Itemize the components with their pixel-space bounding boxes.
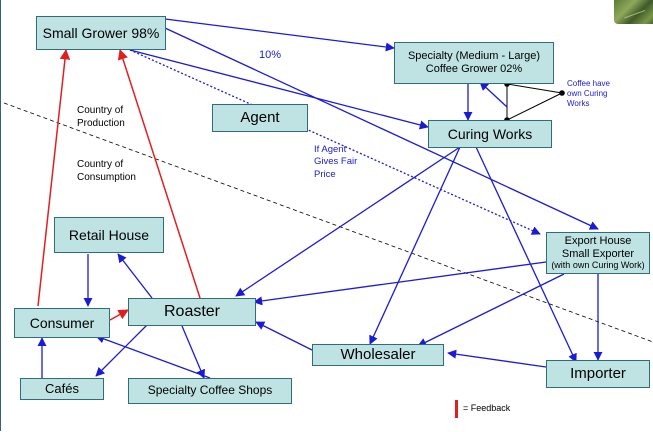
specialty-grower-label-2: Coffee Grower 02% bbox=[425, 63, 523, 75]
agent-label: Agent bbox=[240, 109, 280, 127]
coffee-leaf-photo bbox=[614, 0, 653, 24]
country-of-production-label: Country of Production bbox=[77, 104, 125, 130]
arrow-importer-to-wholesaler bbox=[447, 349, 547, 368]
feedback-legend-swatch bbox=[455, 400, 458, 418]
feedback-consumer-to-small-grower bbox=[37, 48, 71, 307]
coffee-have-line-1: Coffee have bbox=[567, 79, 610, 88]
wholesaler-node: Wholesaler bbox=[312, 344, 444, 366]
ten-percent-label: 10% bbox=[259, 49, 282, 61]
own-curing-triangle bbox=[479, 81, 563, 121]
fair-price-line-2: Gives Fair bbox=[314, 156, 358, 168]
importer-node: Importer bbox=[546, 360, 650, 388]
wholesaler-label: Wholesaler bbox=[340, 346, 416, 364]
coffee-have-line-3: Works bbox=[567, 99, 590, 108]
feedback-roaster-to-small-grower bbox=[117, 49, 201, 299]
export-house-node: Export House Small Exporter (with own Cu… bbox=[546, 232, 650, 274]
coffee-have-own-curing-note: Coffee have own Curing Works bbox=[567, 79, 610, 109]
retail-house-node: Retail House bbox=[54, 217, 164, 253]
arrow-curing-works-to-importer bbox=[475, 146, 577, 363]
arrow-small-grower-to-specialty bbox=[164, 18, 395, 52]
roaster-node: Roaster bbox=[128, 298, 256, 326]
arrow-small-grower-to-export-dotted bbox=[129, 49, 541, 235]
arrow-wholesaler-to-roaster bbox=[255, 321, 313, 351]
feedback-legend-label: = Feedback bbox=[463, 403, 511, 413]
specialty-coffee-shops-node: Specialty Coffee Shops bbox=[128, 378, 292, 404]
retail-house-label: Retail House bbox=[68, 226, 150, 243]
country-of-consumption-label: Country of Consumption bbox=[77, 158, 136, 184]
agent-fair-price-note: If Agent Gives Fair Price bbox=[314, 144, 357, 181]
specialty-grower-label-1: Specialty (Medium - Large) bbox=[407, 50, 541, 63]
coffee-have-line-2: own Curing bbox=[567, 89, 608, 98]
specialty-grower-node: Specialty (Medium - Large) Coffee Grower… bbox=[394, 42, 554, 84]
arrow-roaster-to-cafes bbox=[95, 323, 149, 377]
agent-node: Agent bbox=[212, 104, 308, 132]
importer-label: Importer bbox=[570, 365, 626, 383]
feedback-consumer-to-roaster bbox=[109, 309, 129, 321]
arrow-roaster-to-retail-house bbox=[117, 253, 153, 299]
fair-price-line-3: Price bbox=[314, 168, 336, 180]
consumer-node: Consumer bbox=[14, 308, 110, 338]
specialty-coffee-shops-label: Specialty Coffee Shops bbox=[147, 383, 273, 398]
country-consumption-line-1: Country of bbox=[77, 159, 124, 170]
export-house-label-2: Small Exporter bbox=[561, 247, 635, 260]
triangle-node-right bbox=[559, 90, 565, 96]
arrow-curing-works-to-roaster bbox=[235, 146, 461, 297]
country-production-line-2: Production bbox=[77, 118, 125, 129]
export-house-label-1: Export House bbox=[564, 235, 632, 248]
country-consumption-line-2: Consumption bbox=[77, 172, 136, 183]
arrow-curing-works-to-wholesaler bbox=[369, 146, 461, 345]
arrow-small-grower-to-curing-works bbox=[129, 49, 429, 130]
export-house-label-3: (with own Curing Work) bbox=[551, 260, 645, 271]
curing-works-label: Curing Works bbox=[447, 125, 533, 142]
consumer-label: Consumer bbox=[29, 314, 95, 331]
cafes-node: Cafés bbox=[20, 378, 104, 400]
small-grower-node: Small Grower 98% bbox=[36, 16, 166, 50]
fair-price-line-1: If Agent bbox=[314, 144, 347, 155]
roaster-label: Roaster bbox=[163, 302, 221, 320]
arrow-export-house-to-roaster bbox=[253, 261, 547, 306]
arrow-roaster-to-specialty-shops bbox=[181, 325, 205, 379]
country-production-line-1: Country of bbox=[77, 105, 124, 116]
arrow-export-house-to-wholesaler bbox=[417, 273, 565, 347]
cafes-label: Cafés bbox=[45, 380, 79, 396]
arrow-specialty-shops-to-consumer bbox=[95, 334, 211, 379]
country-boundary-line bbox=[3, 102, 653, 343]
curing-works-node: Curing Works bbox=[428, 120, 552, 148]
small-grower-label: Small Grower 98% bbox=[42, 24, 160, 41]
arrow-small-grower-to-export-house bbox=[164, 27, 599, 230]
